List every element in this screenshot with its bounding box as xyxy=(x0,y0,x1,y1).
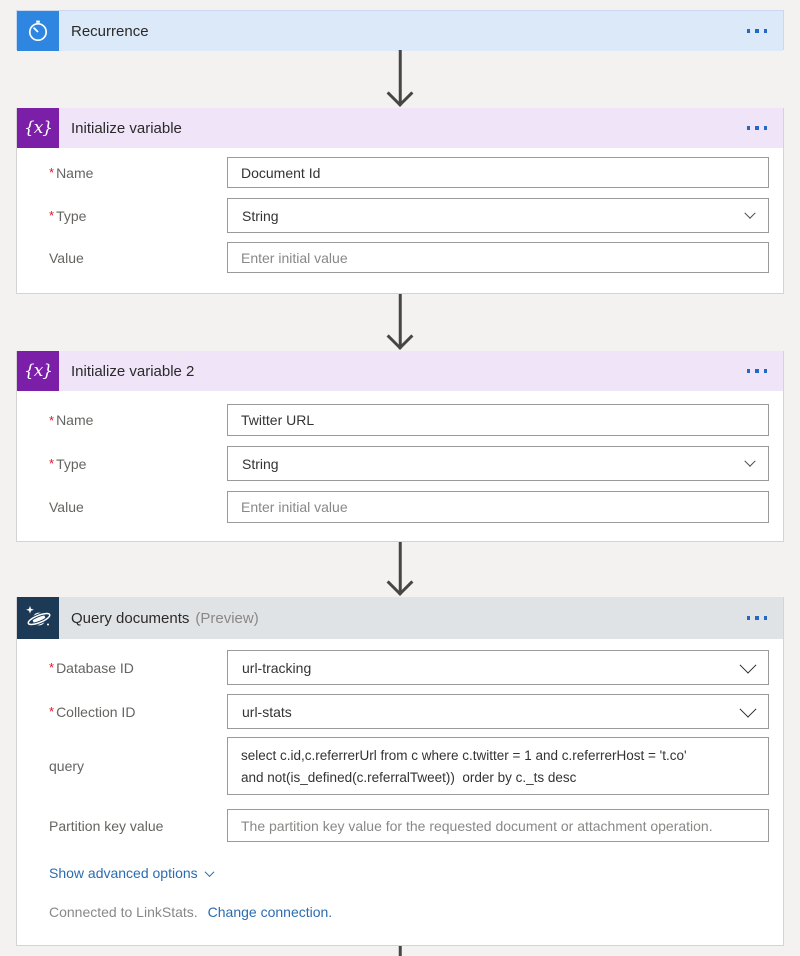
required-marker: * xyxy=(49,704,55,719)
recurrence-card: Recurrence xyxy=(16,10,784,51)
card-title: Initialize variable 2 xyxy=(71,362,195,380)
flow-connector-arrow xyxy=(16,294,784,351)
required-marker: * xyxy=(49,412,55,428)
value-input[interactable] xyxy=(227,242,769,273)
field-row-partition-key: Partition key value xyxy=(17,809,783,842)
ellipsis-menu-button[interactable] xyxy=(731,597,784,639)
name-label: * Name xyxy=(49,164,94,181)
chevron-down-icon xyxy=(744,207,756,219)
field-row-type: * Type String xyxy=(17,446,783,481)
initialize-variable-card-header[interactable]: {x} Initialize variable xyxy=(17,108,783,148)
cosmosdb-planet-icon xyxy=(17,597,59,639)
chevron-down-icon xyxy=(744,455,756,467)
collection-id-select[interactable]: url-stats xyxy=(227,694,769,729)
chevron-down-icon xyxy=(739,700,757,718)
show-advanced-options-link[interactable]: Show advanced options xyxy=(49,865,215,881)
type-label: * Type xyxy=(49,207,87,224)
chevron-down-icon xyxy=(204,866,215,877)
value-label: Value xyxy=(49,249,84,266)
field-row-value: Value xyxy=(17,491,783,523)
flow-connector-arrow xyxy=(16,542,784,597)
query-label: query xyxy=(49,758,85,774)
partition-key-label: Partition key value xyxy=(49,817,164,834)
field-row-name: * Name xyxy=(17,404,783,436)
field-row-name: * Name xyxy=(17,157,783,188)
type-select[interactable]: String xyxy=(227,446,769,481)
name-input[interactable] xyxy=(227,404,769,436)
connection-status-text: Connected to LinkStats. xyxy=(49,904,198,920)
variable-icon: {x} xyxy=(17,351,59,391)
ellipsis-menu-button[interactable] xyxy=(731,351,784,391)
type-label: * Type xyxy=(49,455,87,472)
card-title: Query documents xyxy=(71,609,190,627)
required-marker: * xyxy=(49,660,55,675)
field-row-collection-id: * Collection ID url-stats xyxy=(17,694,783,729)
collection-id-label: * Collection ID xyxy=(49,703,136,720)
card-title: Recurrence xyxy=(71,22,149,40)
required-marker: * xyxy=(49,456,55,471)
flow-connector-stub xyxy=(16,946,784,956)
recurrence-card-header[interactable]: Recurrence xyxy=(17,11,783,51)
field-row-query: query select c.id,c.referrerUrl from c w… xyxy=(17,737,783,795)
arrow-down-icon xyxy=(386,80,414,107)
required-marker: * xyxy=(49,165,55,180)
field-row-type: * Type String xyxy=(17,198,783,233)
name-label: * Name xyxy=(49,412,94,428)
query-documents-card-header[interactable]: Query documents (Preview) xyxy=(17,597,783,639)
type-select[interactable]: String xyxy=(227,198,769,233)
partition-key-input[interactable] xyxy=(227,809,769,842)
database-id-label: * Database ID xyxy=(49,659,134,676)
query-textarea[interactable]: select c.id,c.referrerUrl from c where c… xyxy=(227,737,769,795)
initialize-variable-2-card-header[interactable]: {x} Initialize variable 2 xyxy=(17,351,783,391)
initialize-variable-card: {x} Initialize variable * Name * Type xyxy=(16,108,784,294)
name-input[interactable] xyxy=(227,157,769,188)
field-row-value: Value xyxy=(17,242,783,273)
field-row-database-id: * Database ID url-tracking xyxy=(17,650,783,685)
flow-connector-arrow xyxy=(16,50,784,108)
variable-icon: {x} xyxy=(17,108,59,148)
value-label: Value xyxy=(49,499,84,515)
ellipsis-menu-button[interactable] xyxy=(731,11,784,51)
value-input[interactable] xyxy=(227,491,769,523)
change-connection-link[interactable]: Change connection. xyxy=(207,904,333,920)
ellipsis-menu-button[interactable] xyxy=(731,108,784,148)
preview-badge: (Preview) xyxy=(195,609,259,627)
database-id-select[interactable]: url-tracking xyxy=(227,650,769,685)
alarm-clock-icon xyxy=(17,11,59,51)
query-documents-card: Query documents (Preview) * Database ID … xyxy=(16,597,784,946)
initialize-variable-2-card: {x} Initialize variable 2 * Name * Type xyxy=(16,351,784,542)
required-marker: * xyxy=(49,208,55,223)
chevron-down-icon xyxy=(739,656,757,674)
arrow-down-icon xyxy=(386,569,414,596)
arrow-down-icon xyxy=(386,323,414,350)
card-title: Initialize variable xyxy=(71,119,182,137)
